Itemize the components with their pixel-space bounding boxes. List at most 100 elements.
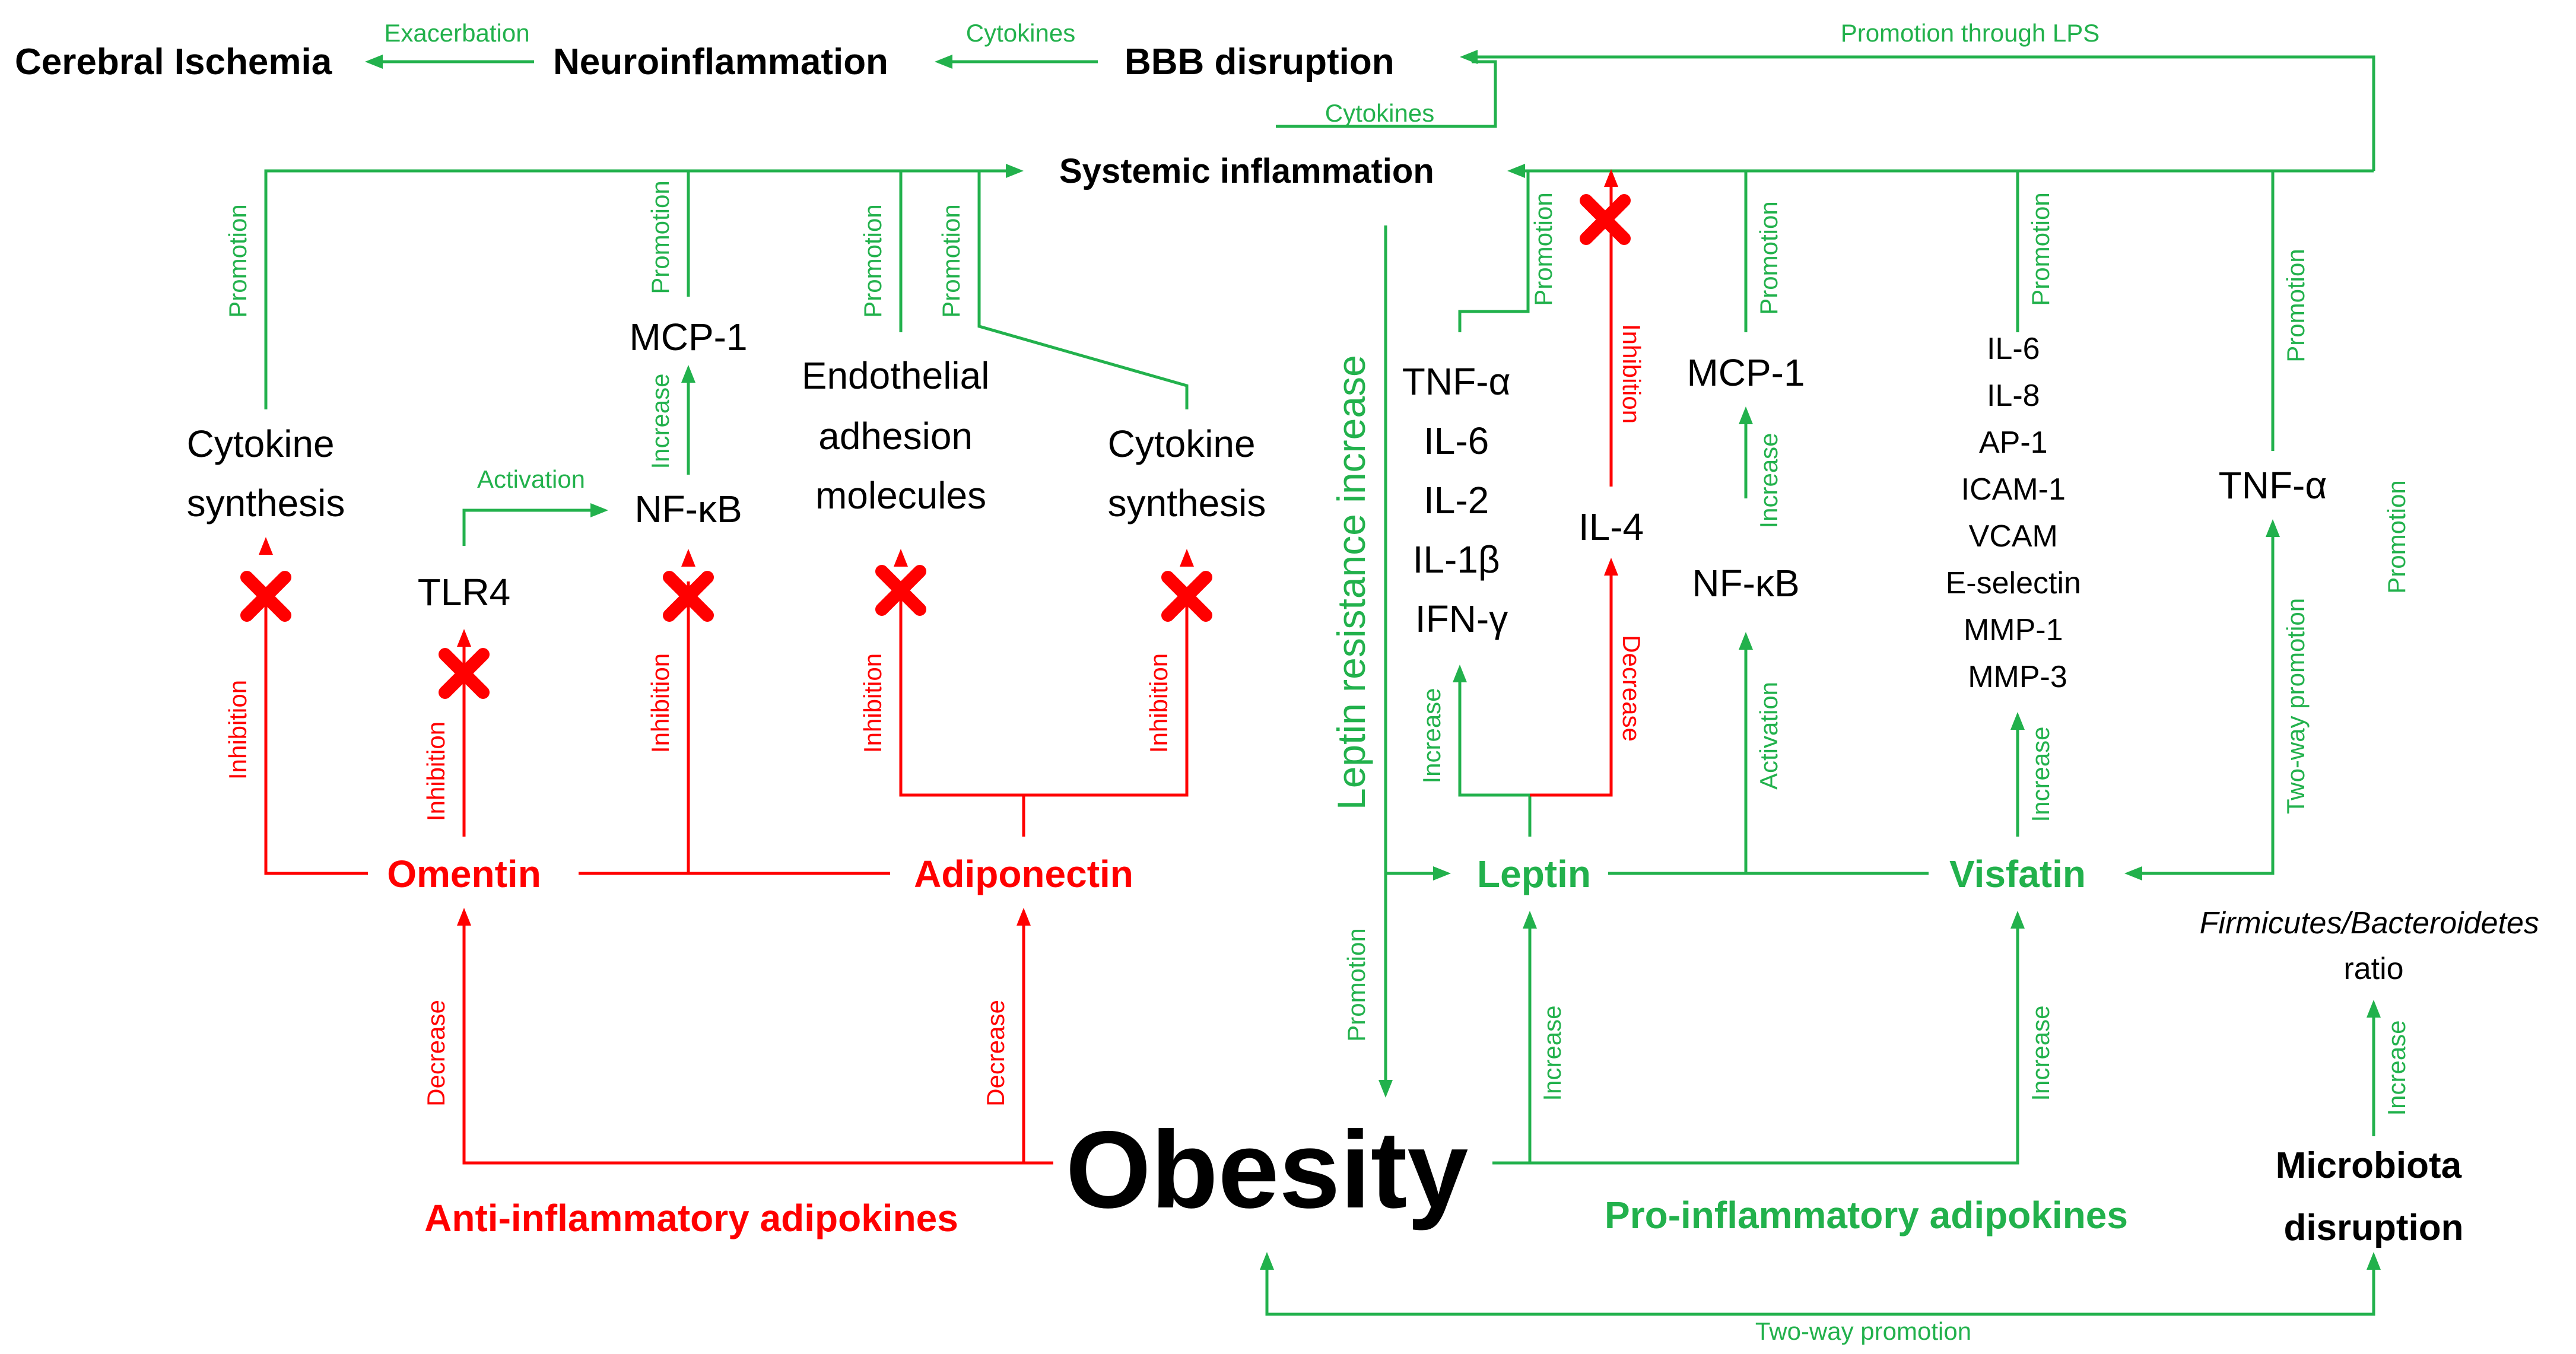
text-line: IL-1β (1413, 538, 1500, 581)
arrowhead (681, 549, 695, 567)
arrow-tlr4-to-nfkb (462, 508, 599, 546)
node-neuroinflammation: Neuroinflammation (553, 42, 888, 82)
label-promotion-cytokine-left: Promotion (224, 204, 252, 317)
node-fb-ratio: Firmicutes/Bacteroidetes ratio (2200, 906, 2548, 986)
node-tlr4: TLR4 (418, 571, 511, 614)
label-decrease-il4: Decrease (1618, 635, 1646, 742)
arrow-obesity-to-leptin-visfatin (1492, 920, 2019, 1165)
arrowhead (681, 365, 695, 383)
node-leptin-resistance: Leptin resistance increase (1329, 355, 1373, 810)
node-microbiota-disruption: Microbiota disruption (2276, 1145, 2472, 1248)
node-visfatin-targets: IL-6 IL-8 AP-1 ICAM-1 VCAM E-selectin MM… (1946, 332, 2090, 694)
text-line: MMP-3 (1968, 660, 2067, 694)
label-activation-leptin-nfkb: Activation (1755, 682, 1783, 790)
x-mark-icon (240, 571, 291, 622)
x-mark-icon (1580, 194, 1631, 245)
arrowhead (365, 55, 383, 69)
arrow-two-way-tnf-visfatin (2136, 528, 2275, 875)
label-two-way-promotion-tnf: Two-way promotion (2282, 598, 2310, 814)
arrowhead (1604, 558, 1618, 576)
label-promotion-endothelial: Promotion (859, 204, 887, 317)
text-line: Cytokine (187, 422, 335, 465)
label-decrease-adiponectin: Decrease (982, 1000, 1009, 1107)
label-inhibition-omentin-cytokine: Inhibition (224, 680, 252, 780)
label-promotion-through-lps: Promotion through LPS (1841, 19, 2100, 47)
label-promotion-fb-ratio: Promotion (2383, 480, 2410, 593)
node-obesity: Obesity (1066, 1109, 1469, 1231)
line-leptin-cytokines-to-systemic (1458, 171, 1530, 332)
connector-lines (264, 55, 2375, 1316)
label-increase-leptin-cytokines: Increase (1418, 688, 1446, 783)
arrowhead (1604, 169, 1618, 187)
arrowhead (1433, 866, 1451, 881)
label-increase-visfatin: Increase (2027, 1005, 2054, 1101)
text-line: IL-8 (1987, 379, 2040, 413)
label-promotion-mcp1-left: Promotion (646, 180, 674, 294)
text-line: TNF-α (1402, 360, 1511, 403)
x-mark-icon (875, 565, 926, 616)
x-mark-icon (1161, 571, 1212, 622)
node-tnf-alpha-right: TNF-α (2219, 464, 2327, 507)
text-line: IL-6 (1987, 332, 2040, 366)
text-line: IL-2 (1424, 479, 1489, 522)
arrowhead (1460, 50, 1478, 64)
arrowhead (1180, 549, 1194, 567)
label-two-way-promotion-bottom: Two-way promotion (1755, 1317, 1971, 1345)
node-visfatin: Visfatin (1949, 853, 2086, 895)
label-inhibition-nfkb: Inhibition (646, 653, 674, 753)
line-omentin-bracket (264, 593, 368, 875)
arrowhead (2266, 519, 2280, 537)
nodes: Cerebral Ischemia Neuroinflammation BBB … (15, 42, 2548, 1248)
edge-labels: Exacerbation Cytokines Cytokines Promoti… (224, 19, 2410, 1345)
arrowhead (1523, 911, 1537, 929)
arrowhead (2367, 1000, 2381, 1018)
label-promotion-mcp1-right: Promotion (1755, 201, 1783, 314)
arrowhead (1017, 908, 1031, 926)
node-systemic-inflammation: Systemic inflammation (1059, 152, 1434, 190)
node-cerebral-ischemia: Cerebral Ischemia (15, 42, 332, 82)
text-line: Cytokine (1108, 422, 1256, 465)
label-inhibition-endothelial: Inhibition (859, 653, 887, 753)
arrowhead (2010, 712, 2025, 730)
arrowhead (1453, 665, 1467, 682)
arrowhead (1260, 1252, 1274, 1270)
text-line: Firmicutes/Bacteroidetes (2200, 906, 2539, 940)
arrowhead (894, 549, 908, 567)
label-exacerbation: Exacerbation (384, 19, 529, 47)
text-line: VCAM (1969, 519, 2058, 554)
arrow-obesity-to-omentin (462, 917, 1053, 1165)
label-promotion-tnf-right: Promotion (2282, 249, 2310, 362)
node-il4: IL-4 (1578, 506, 1644, 548)
node-cytokine-synthesis-right: Cytokine synthesis (1108, 422, 1266, 525)
label-decrease-omentin: Decrease (422, 1000, 450, 1107)
arrowhead (1507, 164, 1525, 178)
arrowhead (1739, 632, 1753, 650)
bracket-left-promotion (264, 169, 1009, 409)
label-increase-visfatin-targets: Increase (2027, 726, 2054, 822)
text-line: Endothelial (802, 354, 990, 397)
arrow-heads (259, 50, 2381, 1270)
label-increase-leptin: Increase (1538, 1005, 1566, 1101)
node-leptin: Leptin (1477, 853, 1591, 895)
arrow-lps-to-bbb (1472, 55, 2375, 171)
text-line: molecules (815, 474, 986, 517)
x-mark-icon (663, 571, 714, 622)
label-promotion-leptin-resistance: Promotion (1342, 928, 1370, 1041)
text-line: ICAM-1 (1961, 472, 2066, 507)
inhibition-marks (240, 194, 1631, 699)
label-cytokines-bbb: Cytokines (1325, 99, 1434, 127)
node-nfkb-left: NF-κB (634, 488, 742, 530)
arrowhead (2367, 1252, 2381, 1270)
node-mcp1-right: MCP-1 (1686, 351, 1805, 394)
node-nfkb-right: NF-κB (1692, 562, 1799, 605)
arrow-systemic-to-bbb (1276, 60, 1497, 128)
text-line: ratio (2343, 952, 2403, 986)
label-increase-fb-ratio: Increase (2383, 1020, 2410, 1115)
arrowhead (2010, 911, 2025, 929)
arrowhead (1378, 1080, 1393, 1098)
label-inhibition-tlr4: Inhibition (422, 722, 450, 821)
label-promotion-leptin-cytokines: Promotion (1529, 192, 1557, 306)
text-line: E-selectin (1946, 566, 2081, 600)
node-adiponectin: Adiponectin (914, 853, 1133, 895)
